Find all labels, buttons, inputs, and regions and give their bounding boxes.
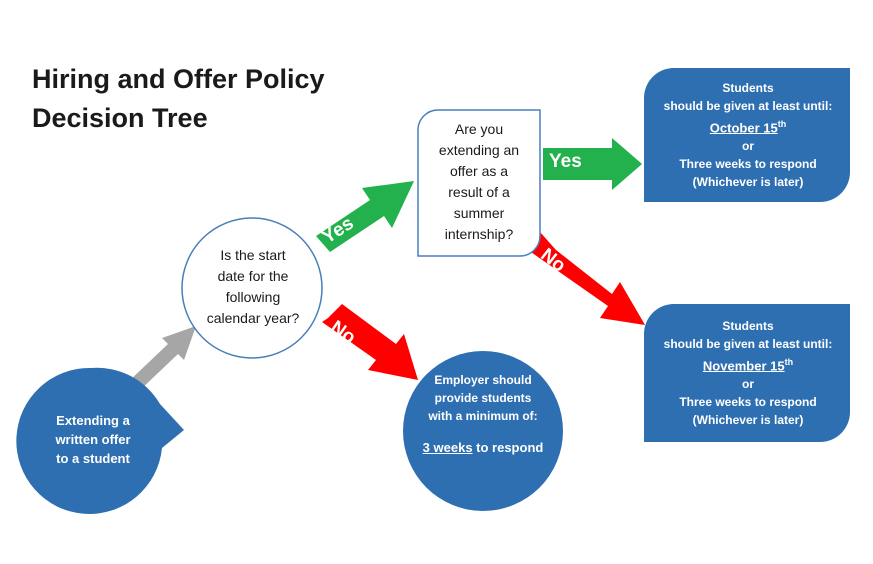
november-line-5: Three weeks to respond: [679, 395, 817, 410]
arrow-no-to-minimum: [322, 304, 418, 380]
november-date: November 15th: [703, 353, 793, 375]
november-line-4: or: [742, 377, 754, 392]
november-date-text: November 15: [702, 358, 785, 374]
start-line-1: Extending a: [56, 412, 130, 428]
arrow-no-to-november: [528, 232, 645, 325]
october-line-1: Students: [722, 80, 774, 95]
result-november-node: Students should be given at least until:…: [646, 310, 850, 436]
november-line-6: (Whichever is later): [692, 413, 804, 428]
result-october-shape: [644, 68, 850, 202]
minimum-line-2: provide students: [434, 391, 532, 405]
title-line-1: Hiring and Offer Policy: [32, 64, 325, 94]
question2-line-4: result of a: [448, 184, 510, 200]
title-line-2: Decision Tree: [32, 103, 208, 133]
result-minimum-shape: [403, 351, 563, 511]
october-line-5: Three weeks to respond: [679, 157, 817, 172]
start-line-2: written offer: [55, 431, 131, 447]
question1-shape: [181, 217, 323, 359]
minimum-emphasis: 3 weeks: [422, 440, 473, 455]
question1-node: Is the start date for the following cale…: [186, 242, 320, 332]
november-line-1: Students: [722, 318, 774, 333]
question1-line-1: Is the start: [220, 247, 286, 263]
arrow-yes-to-internship-question: [316, 181, 414, 252]
october-line-4: or: [742, 139, 754, 154]
question2-line-1: Are you: [454, 121, 504, 137]
november-date-sup: th: [784, 356, 794, 367]
arrow-start-to-question: [128, 326, 196, 392]
october-date: October 15th: [710, 115, 786, 137]
result-november-shape: [644, 304, 850, 442]
start-node-shape: [16, 367, 184, 514]
question2-line-5: summer: [453, 205, 505, 221]
question1-line-2: date for the: [217, 268, 289, 284]
arrow-yes-to-october: [543, 138, 642, 190]
question1-line-3: following: [225, 289, 281, 305]
start-node: Extending a written offer to a student: [30, 404, 156, 474]
october-date-sup: th: [777, 118, 787, 129]
result-october-node: Students should be given at least until:…: [646, 72, 850, 198]
minimum-suffix: to respond: [472, 440, 544, 455]
question2-shape: [417, 109, 541, 257]
november-line-2: should be given at least until:: [663, 336, 833, 351]
minimum-line-1: Employer should: [434, 373, 532, 387]
october-date-text: October 15: [709, 120, 778, 136]
question2-node: Are you extending an offer as a result o…: [418, 116, 540, 248]
question2-line-6: internship?: [444, 226, 514, 242]
result-minimum-node: Employer should provide students with a …: [410, 362, 556, 466]
october-line-6: (Whichever is later): [692, 175, 804, 190]
minimum-line-3: with a minimum of:: [428, 409, 538, 423]
question2-line-3: offer as a: [449, 163, 509, 179]
label-yes-question2: Yes: [549, 151, 582, 172]
october-line-2: should be given at least until:: [663, 98, 833, 113]
question1-line-4: calendar year?: [206, 310, 300, 326]
diagram-title: Hiring and Offer Policy Decision Tree: [32, 60, 392, 138]
question2-line-2: extending an: [438, 142, 520, 158]
start-line-3: to a student: [56, 450, 130, 466]
